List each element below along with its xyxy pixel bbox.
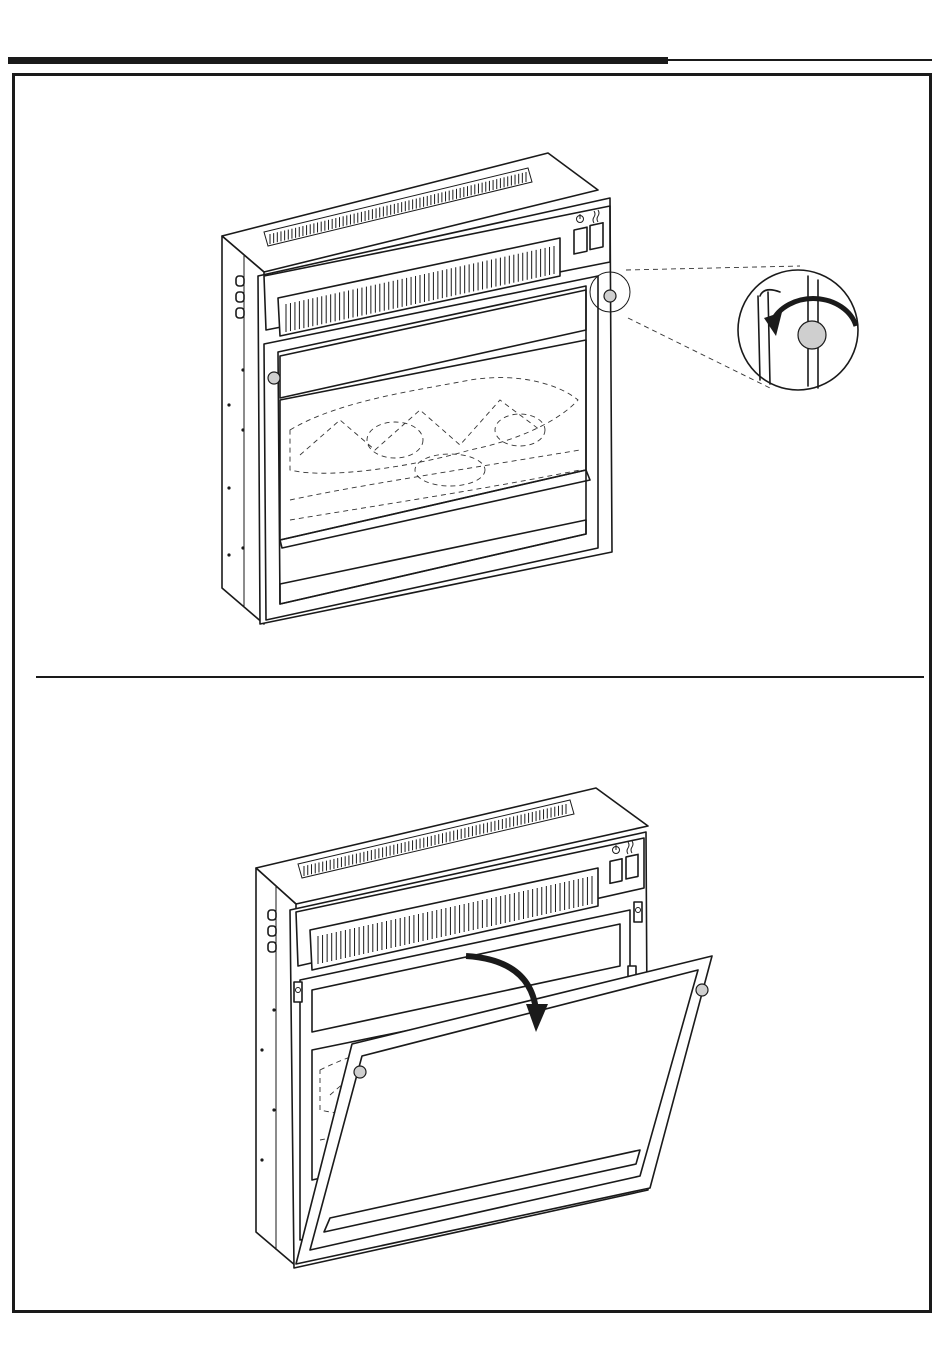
- side-knobs: [268, 910, 276, 952]
- frame-knob-left: [354, 1066, 366, 1078]
- frame-knob-right: [696, 984, 708, 996]
